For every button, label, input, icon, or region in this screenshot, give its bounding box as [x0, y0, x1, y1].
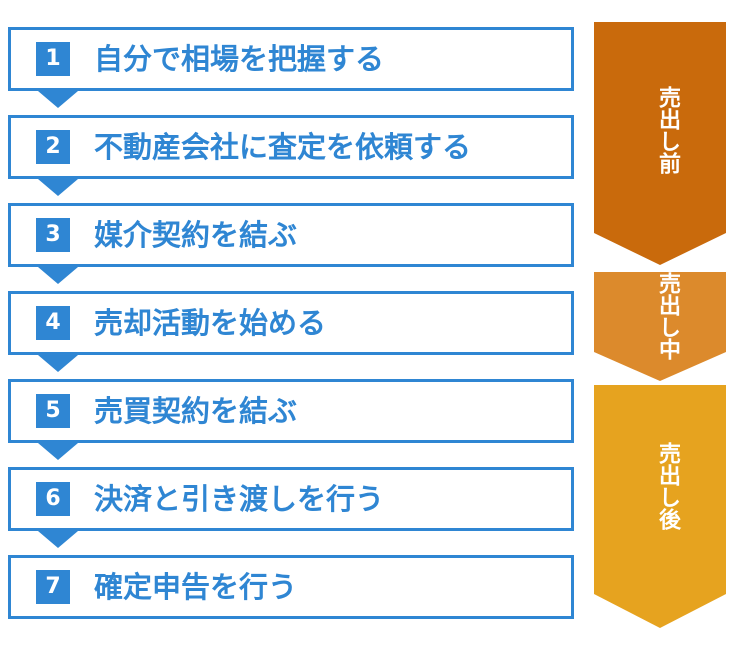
step-label-2: 不動産会社に査定を依頼する — [94, 130, 472, 164]
step-label-4: 売却活動を始める — [94, 306, 327, 340]
step-connector-arrow-1 — [38, 91, 78, 108]
step-box-4: 4 売却活動を始める — [8, 291, 574, 355]
step-number-3: 3 — [36, 218, 70, 252]
step-number-4: 4 — [36, 306, 70, 340]
phase-label-during: 売出し中 — [655, 272, 680, 360]
step-number-7: 7 — [36, 570, 70, 604]
step-label-7: 確定申告を行う — [94, 570, 298, 604]
step-connector-arrow-4 — [38, 355, 78, 372]
step-box-7: 7 確定申告を行う — [8, 555, 574, 619]
step-number-2: 2 — [36, 130, 70, 164]
step-label-6: 決済と引き渡しを行う — [94, 482, 385, 516]
step-connector-arrow-5 — [38, 443, 78, 460]
step-number-1: 1 — [36, 42, 70, 76]
step-box-2: 2 不動産会社に査定を依頼する — [8, 115, 574, 179]
phase-label-after: 売出し後 — [655, 442, 680, 530]
step-connector-arrow-3 — [38, 267, 78, 284]
step-number-6: 6 — [36, 482, 70, 516]
step-connector-arrow-6 — [38, 531, 78, 548]
step-box-3: 3 媒介契約を結ぶ — [8, 203, 574, 267]
step-label-5: 売買契約を結ぶ — [94, 394, 298, 428]
step-label-3: 媒介契約を結ぶ — [94, 218, 298, 252]
step-box-5: 5 売買契約を結ぶ — [8, 379, 574, 443]
step-label-1: 自分で相場を把握する — [94, 42, 385, 76]
step-box-6: 6 決済と引き渡しを行う — [8, 467, 574, 531]
step-number-5: 5 — [36, 394, 70, 428]
step-box-1: 1 自分で相場を把握する — [8, 27, 574, 91]
step-connector-arrow-2 — [38, 179, 78, 196]
phase-label-before: 売出し前 — [655, 86, 680, 174]
